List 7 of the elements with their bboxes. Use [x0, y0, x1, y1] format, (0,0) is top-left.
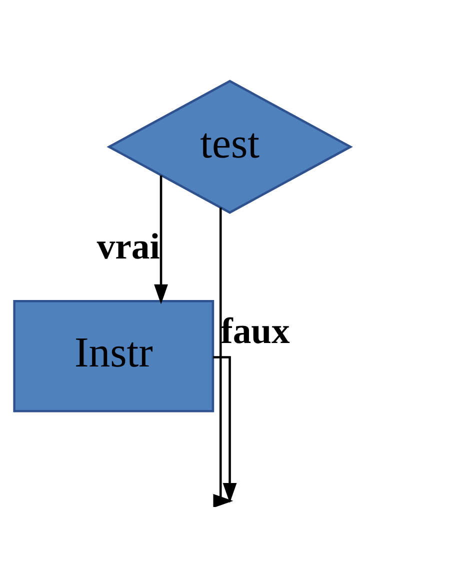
node-box: Instr: [13, 300, 214, 412]
edge-label: faux: [220, 310, 290, 351]
node-diamond: test: [106, 80, 353, 214]
edge-label: vrai: [96, 225, 160, 266]
arrow: [213, 208, 237, 507]
arrow: [213, 356, 237, 503]
arrow: [154, 175, 168, 304]
